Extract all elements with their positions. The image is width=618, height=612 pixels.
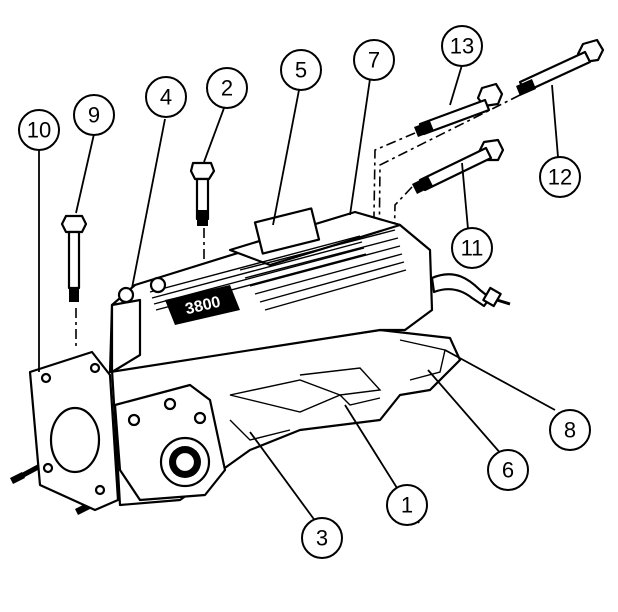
leader-lines [38, 64, 559, 524]
callout-3-label: 3 [316, 526, 328, 551]
callout-5-label: 5 [295, 58, 307, 83]
callout-8: 8 [549, 409, 591, 451]
callout-2-label: 2 [221, 76, 233, 101]
callout-5: 5 [280, 49, 322, 91]
callout-1-label: 1 [401, 493, 413, 518]
callout-3: 3 [301, 517, 343, 559]
callout-12-label: 12 [548, 165, 572, 190]
callout-13-label: 13 [450, 34, 474, 59]
engine-emblem: 3800 [165, 285, 240, 325]
callout-8-label: 8 [564, 418, 576, 443]
throttle-flange [113, 383, 227, 502]
callout-13: 13 [441, 25, 483, 67]
callout-4-label: 4 [160, 85, 172, 110]
callout-2: 2 [206, 67, 248, 109]
callout-10-label: 10 [27, 118, 51, 143]
bolt-13 [414, 82, 504, 137]
callout-10: 10 [18, 109, 60, 151]
callout-9: 9 [73, 94, 115, 136]
bolt-9 [60, 214, 88, 302]
callout-6-label: 6 [502, 458, 514, 483]
callout-11-label: 11 [461, 236, 484, 261]
bolt-11 [412, 138, 505, 194]
bolt-12 [516, 38, 605, 96]
hose-fitting [430, 273, 511, 308]
callout-1: 1 [386, 484, 428, 526]
bolt-2 [189, 161, 216, 226]
callout-11: 11 [451, 227, 493, 269]
callout-4: 4 [145, 76, 187, 118]
callout-12: 12 [539, 156, 581, 198]
callout-7-label: 7 [368, 48, 380, 73]
callout-6: 6 [487, 449, 529, 491]
gasket-plate [28, 350, 120, 512]
upper-plenum [108, 207, 434, 374]
callout-7: 7 [353, 39, 395, 81]
callout-9-label: 9 [88, 103, 100, 128]
